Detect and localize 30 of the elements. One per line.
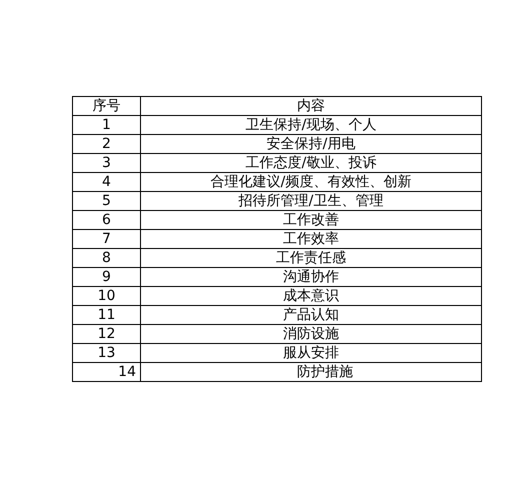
item-cell: 工作改善 bbox=[140, 210, 482, 230]
number-cell: 7 bbox=[72, 230, 140, 248]
number-cell: 4 bbox=[72, 172, 140, 192]
number-cell: 6 bbox=[72, 210, 140, 230]
header-cell: 内容 bbox=[140, 96, 482, 116]
number-cell: 14 bbox=[72, 362, 140, 382]
item-cell: 成本意识 bbox=[140, 286, 482, 306]
number-cell: 10 bbox=[72, 286, 140, 306]
number-cell: 1 bbox=[72, 116, 140, 134]
item-cell: 工作态度/敬业、投诉 bbox=[140, 154, 482, 172]
header-cell: 序号 bbox=[72, 96, 140, 116]
number-cell: 8 bbox=[72, 248, 140, 268]
number-cell: 11 bbox=[72, 306, 140, 324]
item-cell: 服从安排 bbox=[140, 344, 482, 362]
item-cell: 合理化建议/频度、有效性、创新 bbox=[140, 172, 482, 192]
item-cell: 沟通协作 bbox=[140, 268, 482, 286]
item-cell: 招待所管理/卫生、管理 bbox=[140, 192, 482, 210]
item-cell: 工作责任感 bbox=[140, 248, 482, 268]
item-cell: 安全保持/用电 bbox=[140, 134, 482, 154]
number-cell: 3 bbox=[72, 154, 140, 172]
number-cell: 5 bbox=[72, 192, 140, 210]
number-cell: 12 bbox=[72, 324, 140, 344]
number-cell: 13 bbox=[72, 344, 140, 362]
item-cell: 卫生保持/现场、个人 bbox=[140, 116, 482, 134]
number-cell: 2 bbox=[72, 134, 140, 154]
item-cell: 防护措施 bbox=[140, 362, 482, 382]
item-cell: 产品认知 bbox=[140, 306, 482, 324]
number-cell: 9 bbox=[72, 268, 140, 286]
item-cell: 工作效率 bbox=[140, 230, 482, 248]
item-cell: 消防设施 bbox=[140, 324, 482, 344]
